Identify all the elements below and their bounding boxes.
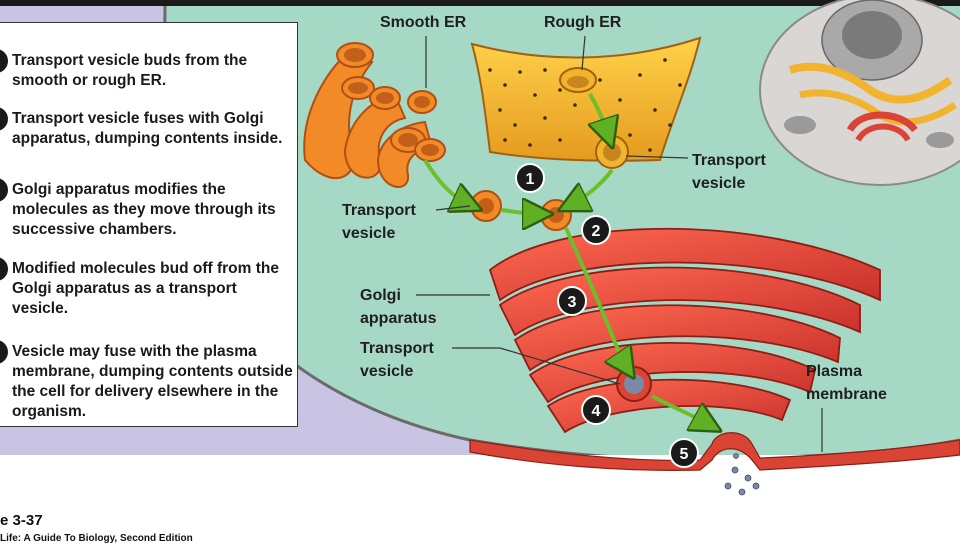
label-golgi-line1: Golgi — [360, 287, 401, 304]
figure-source: Life: A Guide To Biology, Second Edition — [0, 533, 193, 544]
golgi-vesicle-budding — [616, 366, 652, 402]
smooth-er-openings — [344, 48, 439, 156]
label-transport-vesicle-lower-line1: Transport — [360, 340, 434, 357]
step-marker-1: 1 — [515, 163, 545, 193]
cell-illustration — [759, 0, 960, 186]
label-transport-vesicle-left-line2: vesicle — [342, 225, 396, 242]
svg-text:3: 3 — [568, 294, 577, 311]
svg-text:2: 2 — [592, 223, 601, 240]
label-transport-vesicle-right-line2: vesicle — [692, 175, 746, 192]
step-1-bullet — [0, 49, 8, 73]
svg-text:1: 1 — [526, 171, 535, 188]
label-plasma-membrane-line1: Plasma — [806, 363, 863, 380]
svg-text:5: 5 — [680, 446, 689, 463]
step-marker-2: 2 — [581, 215, 611, 245]
step-5-bullet — [0, 340, 8, 364]
svg-text:4: 4 — [592, 403, 601, 420]
secreted-molecules — [724, 453, 760, 496]
transport-vesicle-fusing — [540, 199, 572, 231]
transport-vesicle-smooth — [470, 190, 502, 222]
label-smooth-er: Smooth ER — [380, 14, 467, 31]
step-4-bullet — [0, 257, 8, 281]
step-1-text: Transport vesicle buds from the smooth o… — [12, 52, 248, 89]
leader-lines — [416, 35, 823, 452]
steps-panel: Transport vesicle buds from the smooth o… — [0, 22, 298, 427]
pathway-arrows — [423, 93, 708, 424]
label-transport-vesicle-right-line1: Transport — [692, 152, 766, 169]
rough-er — [470, 36, 702, 162]
step-3-text: Golgi apparatus modifies the molecules a… — [12, 181, 276, 238]
label-transport-vesicle-left-line1: Transport — [342, 202, 416, 219]
rough-er-bud — [559, 67, 597, 93]
step-4-text: Modified molecules bud off from the Golg… — [12, 260, 279, 317]
label-rough-er: Rough ER — [544, 14, 622, 31]
page-bottom — [0, 455, 960, 540]
step-3-bullet — [0, 178, 8, 202]
top-bar — [0, 0, 960, 6]
step-2-bullet — [0, 107, 8, 131]
figure-caption: e 3-37 — [0, 512, 43, 529]
label-transport-vesicle-lower-line2: vesicle — [360, 363, 414, 380]
step-2-text: Transport vesicle fuses with Golgi appar… — [12, 110, 283, 147]
transport-vesicle-rough — [595, 135, 629, 169]
step-marker-5: 5 — [669, 438, 699, 468]
smooth-er — [303, 42, 446, 188]
step-marker-3: 3 — [557, 286, 587, 316]
step-marker-4: 4 — [581, 395, 611, 425]
label-plasma-membrane-line2: membrane — [806, 386, 887, 403]
label-golgi-line2: apparatus — [360, 310, 437, 327]
step-5-text: Vesicle may fuse with the plasma membran… — [12, 343, 293, 420]
